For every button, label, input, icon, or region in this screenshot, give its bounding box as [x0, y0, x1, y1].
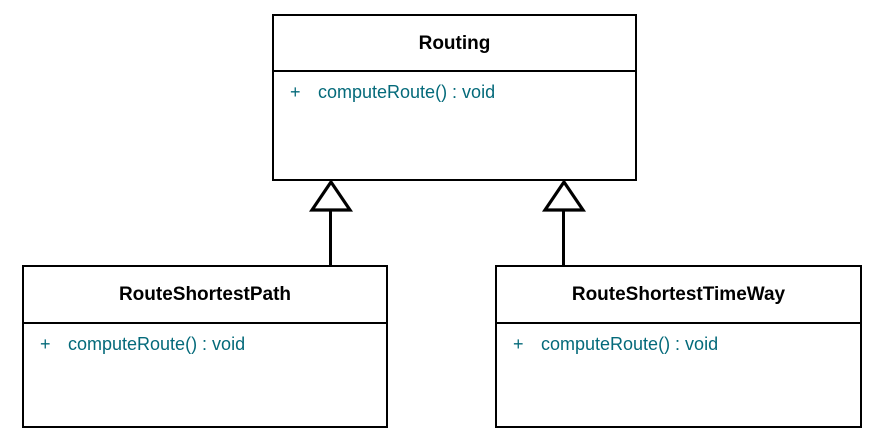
- class-box-route-shortest-path[interactable]: RouteShortestPath + computeRoute() : voi…: [22, 265, 388, 428]
- class-header-routing: Routing: [274, 16, 635, 72]
- generalization-line-route-shortest-time-way: [562, 209, 565, 266]
- member-row: + computeRoute() : void: [274, 83, 635, 101]
- member-visibility: +: [513, 334, 524, 354]
- class-name-route-shortest-time-way: RouteShortestTimeWay: [571, 284, 786, 305]
- member-row: + computeRoute() : void: [24, 335, 386, 353]
- class-members-routing: + computeRoute() : void: [274, 72, 635, 179]
- generalization-arrow-route-shortest-time-way: [541, 179, 587, 212]
- generalization-line-route-shortest-path: [329, 209, 332, 266]
- member-visibility: +: [290, 82, 301, 102]
- class-box-route-shortest-time-way[interactable]: RouteShortestTimeWay + computeRoute() : …: [495, 265, 862, 428]
- member-row: + computeRoute() : void: [497, 335, 860, 353]
- member-signature: computeRoute() : void: [68, 334, 246, 354]
- class-name-routing: Routing: [418, 32, 491, 54]
- class-header-route-shortest-time-way: RouteShortestTimeWay: [497, 267, 860, 324]
- class-box-routing[interactable]: Routing + computeRoute() : void: [272, 14, 637, 181]
- class-members-route-shortest-path: + computeRoute() : void: [24, 324, 386, 426]
- member-visibility: +: [40, 334, 51, 354]
- class-members-route-shortest-time-way: + computeRoute() : void: [497, 324, 860, 426]
- generalization-arrow-route-shortest-path: [308, 179, 354, 212]
- class-header-route-shortest-path: RouteShortestPath: [24, 267, 386, 324]
- member-signature: computeRoute() : void: [318, 82, 496, 102]
- member-signature: computeRoute() : void: [541, 334, 719, 354]
- class-name-route-shortest-path: RouteShortestPath: [118, 284, 292, 305]
